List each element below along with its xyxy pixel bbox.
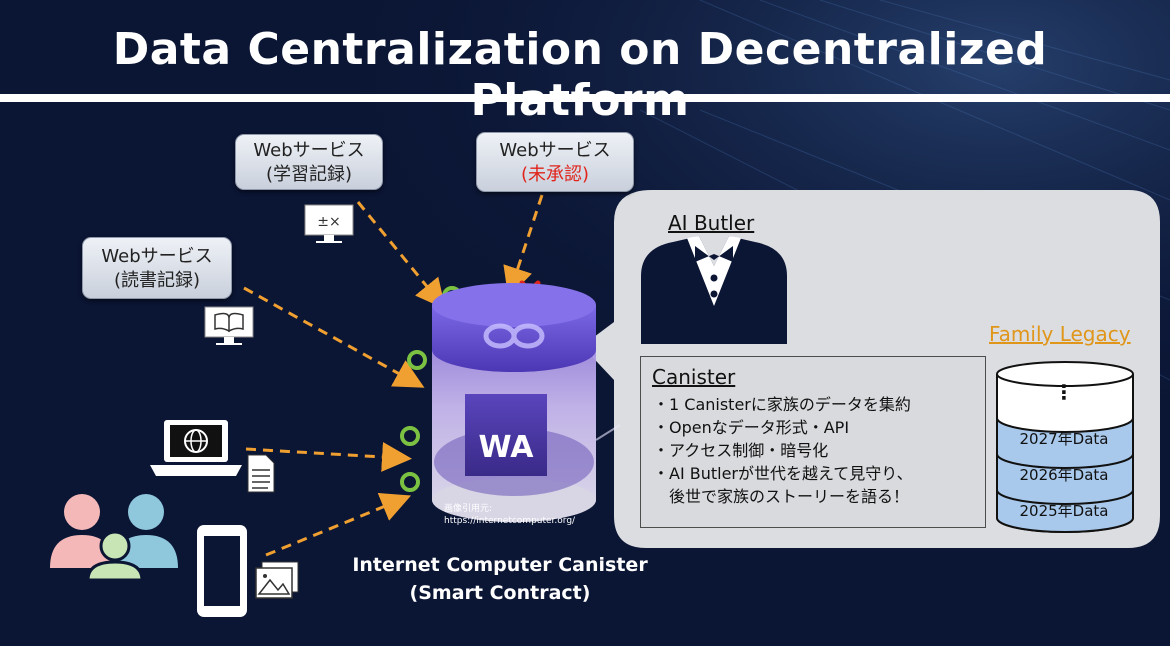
infinity-icon [483, 323, 545, 349]
book-monitor-icon [204, 306, 254, 345]
tuxedo-icon [641, 236, 787, 344]
canister-features: ・1 Canisterに家族のデータを集約 ・Openなデータ形式・API ・ア… [653, 393, 913, 508]
record-2025: 2025年Data [1019, 502, 1109, 520]
record-2026: 2026年Data [1019, 466, 1109, 484]
web-service-unapproved: Webサービス (未承認) [476, 132, 634, 192]
smartphone-icon [197, 525, 247, 617]
document-icon [247, 454, 275, 493]
arrow-learning [356, 201, 446, 310]
feature-item: ・AI Butlerが世代を越えて見守り、 [653, 464, 913, 483]
database-ellipsis: ⋮ [1054, 380, 1074, 404]
arrow-phone [265, 492, 412, 557]
canister-description: Canister ・1 Canisterに家族のデータを集約 ・Openなデータ… [640, 356, 986, 528]
record-2027: 2027年Data [1019, 430, 1109, 448]
feature-item: ・Openなデータ形式・API [653, 418, 850, 437]
feature-item: ・アクセス制御・暗号化 [653, 441, 829, 460]
ai-butler-title: AI Butler [668, 211, 755, 235]
title-divider [0, 94, 1170, 102]
canister-title: Canister [652, 365, 736, 389]
web-service-learning: Webサービス (学習記録) [235, 134, 383, 190]
calculator-monitor-icon: ±× [304, 204, 354, 243]
canister-caption: Internet Computer Canister (Smart Contra… [352, 554, 648, 604]
family-legacy-title: Family Legacy [989, 322, 1131, 346]
svg-text:±×: ±× [317, 214, 340, 230]
arrow-reading [243, 286, 425, 388]
wa-logo: WA [465, 394, 547, 476]
approved-marker-3 [400, 426, 420, 446]
approved-marker-4 [400, 472, 420, 492]
feature-item: 後世で家族のストーリーを語る！ [669, 487, 910, 506]
image-credit: 画像引用元: https://internetcomputer.org/ [444, 504, 576, 526]
globe-laptop-icon [150, 420, 242, 476]
feature-item: ・1 Canisterに家族のデータを集約 [653, 395, 911, 414]
database-icon [996, 361, 1134, 533]
arrow-laptop [245, 441, 412, 472]
web-service-reading: Webサービス (読書記録) [82, 237, 232, 299]
approved-marker-2 [407, 350, 427, 370]
family-users-icon [50, 494, 178, 582]
photos-icon [255, 561, 299, 599]
